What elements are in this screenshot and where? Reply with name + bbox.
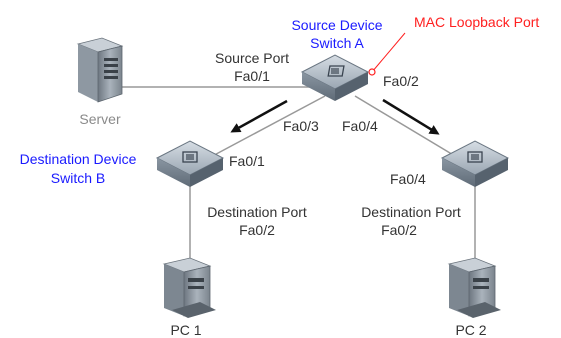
- switch-a-fa04-label: Fa0/4: [342, 118, 378, 134]
- pc1-label: PC 1: [170, 322, 201, 338]
- source-port-label: Source Port: [215, 50, 289, 66]
- destination-device-switch-label: Switch B: [51, 170, 105, 186]
- switch-c-icon[interactable]: [440, 140, 510, 187]
- link-switch-a-switch-c: [354, 95, 466, 163]
- source-port-fa01-label: Fa0/1: [234, 68, 270, 84]
- loopback-port-label: MAC Loopback Port: [414, 14, 539, 30]
- switch-b-fa02-label: Fa0/2: [239, 222, 275, 238]
- switch-b-fa01-label: Fa0/1: [229, 153, 265, 169]
- pc1-icon[interactable]: [162, 257, 216, 318]
- switch-a-fa03-label: Fa0/3: [283, 118, 319, 134]
- source-device-label: Source Device: [291, 17, 382, 33]
- mirror-arrow-to-switch-b: [230, 99, 288, 133]
- loopback-leader-line: [371, 32, 406, 73]
- destination-device-label: Destination Device: [20, 151, 137, 167]
- loopback-port-dot: [368, 68, 376, 76]
- switch-a-fa02-label: Fa0/2: [383, 73, 419, 89]
- pc2-icon[interactable]: [447, 257, 501, 318]
- pc2-label: PC 2: [455, 322, 486, 338]
- switch-a-icon[interactable]: [300, 54, 370, 101]
- switch-c-fa04-label: Fa0/4: [390, 171, 426, 187]
- switch-c-destination-port-label: Destination Port: [361, 204, 461, 220]
- mirror-arrow-to-switch-c: [382, 98, 440, 135]
- switch-b-destination-port-label: Destination Port: [207, 204, 307, 220]
- switch-b-icon[interactable]: [155, 140, 225, 187]
- server-icon[interactable]: [76, 37, 124, 103]
- switch-c-fa02-label: Fa0/2: [381, 222, 417, 238]
- source-device-switch-label: Switch A: [310, 35, 364, 51]
- server-label: Server: [79, 111, 121, 127]
